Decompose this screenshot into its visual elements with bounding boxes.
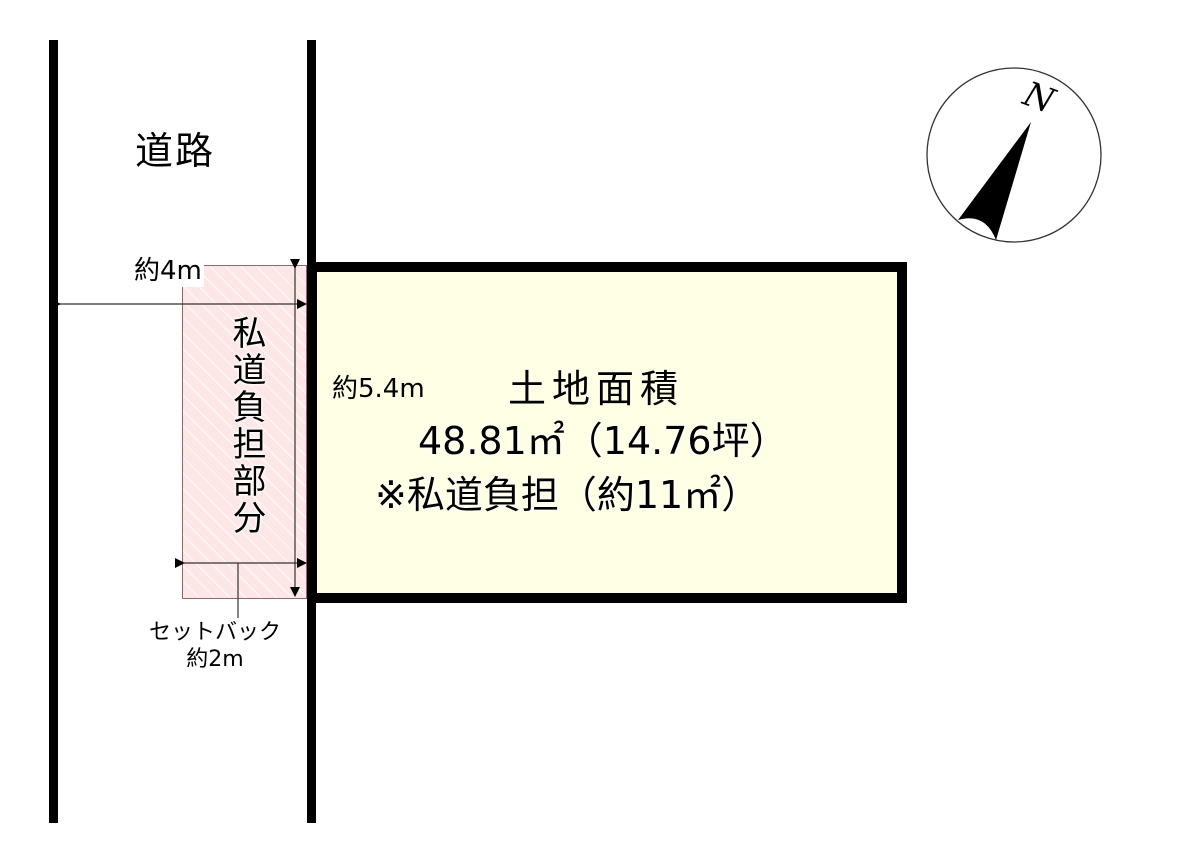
private-road-note: ※私道負担（約11㎡） xyxy=(375,473,760,517)
road-left-edge-line xyxy=(49,40,58,823)
private-road-portion-label: 私道負担部分 xyxy=(226,315,266,537)
private-road-setback-area xyxy=(182,265,307,599)
road-label: 道路 xyxy=(135,129,216,173)
frontage-label: 約5.4m xyxy=(332,374,425,404)
land-parcel xyxy=(307,262,907,603)
land-area-value: 48.81㎡（14.76坪） xyxy=(418,419,788,463)
north-compass-icon xyxy=(926,67,1102,243)
land-area-title: 土地面積 xyxy=(508,367,685,411)
setback-caption: セットバック 約2m xyxy=(140,619,290,673)
road-width-label: 約4m xyxy=(134,250,204,287)
setback-caption-line2: 約2m xyxy=(186,647,244,672)
setback-caption-line1: セットバック xyxy=(148,620,281,645)
